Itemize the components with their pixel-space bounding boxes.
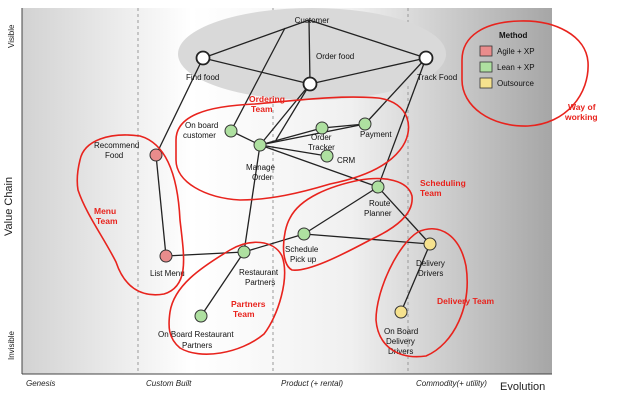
edges: [155, 19, 431, 317]
node-onboard-customer[interactable]: [224, 124, 238, 138]
label-onboard-restaurant-2: Partners: [182, 341, 212, 350]
node-recommend-food[interactable]: [149, 148, 163, 162]
label-find-food: Find food: [186, 73, 219, 82]
label-order-tracker-1: Order: [311, 133, 332, 142]
node-onboard-restaurant[interactable]: [194, 309, 208, 323]
node-onboard-drivers[interactable]: [394, 305, 408, 319]
menu-team-boundary: [76, 134, 185, 296]
label-recommend-food-2: Food: [105, 151, 123, 160]
legend-label-outsource: Outsource: [497, 79, 534, 88]
node-restaurant-partners[interactable]: [237, 245, 251, 259]
y-axis-visible-label: Visible: [7, 24, 16, 48]
label-delivery-drivers-1: Delivery: [416, 259, 445, 268]
node-delivery-drivers[interactable]: [423, 237, 437, 251]
delivery-team-boundary: [375, 228, 468, 358]
label-order-tracker-2: Tracker: [308, 143, 335, 152]
label-onboard-drivers-2: Delivery: [386, 337, 415, 346]
node-manage-order[interactable]: [253, 138, 267, 152]
label-payment: Payment: [360, 130, 392, 139]
label-crm: CRM: [337, 156, 356, 165]
stage-label-custom-built: Custom Built: [146, 379, 192, 388]
node-order-tracker[interactable]: [315, 121, 329, 135]
way-of-working-boundary: [461, 20, 589, 127]
label-manage-order-1: Manage: [246, 163, 275, 172]
stage-label-commodity: Commodity(+ utility): [416, 379, 487, 388]
node-order-food[interactable]: [302, 76, 318, 92]
menu-team-label-1: Menu: [94, 206, 116, 216]
legend-swatch-lean: [479, 61, 493, 73]
way-of-working-label-1: Way of: [568, 102, 596, 112]
partners-team-label-2: Team: [233, 309, 255, 319]
team-boundaries: [76, 20, 589, 358]
y-axis-title: Value Chain: [3, 177, 15, 236]
team-labels: Ordering Team Menu Team Scheduling Team …: [94, 94, 598, 319]
node-schedule-pickup[interactable]: [297, 227, 311, 241]
label-list-menu: List Menu: [150, 269, 185, 278]
label-onboard-customer-2: customer: [183, 131, 216, 140]
label-onboard-restaurant-1: On Board Restaurant: [158, 330, 234, 339]
node-find-food[interactable]: [195, 50, 211, 66]
label-manage-order-2: Order: [252, 173, 273, 182]
label-route-planner-1: Route: [369, 199, 391, 208]
scheduling-team-boundary: [282, 177, 413, 271]
label-schedule-pickup-1: Schedule: [285, 245, 319, 254]
way-of-working-label-2: working: [564, 112, 598, 122]
legend-swatch-agile: [479, 45, 493, 57]
component-nodes: [149, 117, 437, 323]
label-restaurant-partners-1: Restaurant: [239, 268, 279, 277]
legend-label-lean: Lean + XP: [497, 63, 535, 72]
partners-team-label-1: Partners: [231, 299, 266, 309]
legend-label-agile: Agile + XP: [497, 47, 535, 56]
node-list-menu[interactable]: [159, 249, 173, 263]
label-onboard-drivers-3: Drivers: [388, 347, 413, 356]
menu-team-label-2: Team: [96, 216, 118, 226]
customer-ellipse: [178, 8, 446, 100]
stage-label-product: Product (+ rental): [281, 379, 343, 388]
ordering-team-boundary: [175, 96, 410, 201]
scheduling-team-label-2: Team: [420, 188, 442, 198]
scheduling-team-label-1: Scheduling: [420, 178, 466, 188]
partners-team-boundary: [168, 241, 286, 355]
node-payment[interactable]: [358, 117, 372, 131]
label-route-planner-2: Planner: [364, 209, 392, 218]
legend-swatch-outsource: [479, 77, 493, 89]
label-delivery-drivers-2: Drivers: [418, 269, 443, 278]
label-restaurant-partners-2: Partners: [245, 278, 275, 287]
legend-title: Method: [499, 31, 528, 40]
legend: Method Agile + XP Lean + XP Outsource: [479, 31, 535, 89]
user-need-nodes: [195, 50, 434, 92]
node-track-food[interactable]: [418, 50, 434, 66]
node-route-planner[interactable]: [371, 180, 385, 194]
label-recommend-food-1: Recommend: [94, 141, 139, 150]
y-axis-invisible-label: Invisible: [7, 331, 16, 360]
ordering-team-label-1: Ordering: [249, 94, 285, 104]
label-onboard-customer-1: On board: [185, 121, 218, 130]
x-axis-title: Evolution: [500, 381, 545, 393]
label-order-food: Order food: [316, 52, 354, 61]
stage-label-genesis: Genesis: [26, 379, 55, 388]
label-onboard-drivers-1: On Board: [384, 327, 418, 336]
node-labels: Order food Find food Track Food Recommen…: [94, 52, 457, 356]
node-crm[interactable]: [320, 149, 334, 163]
ordering-team-label-2: Team: [251, 104, 273, 114]
label-schedule-pickup-2: Pick up: [290, 255, 317, 264]
delivery-team-label: Delivery Team: [437, 296, 494, 306]
label-track-food: Track Food: [417, 73, 457, 82]
